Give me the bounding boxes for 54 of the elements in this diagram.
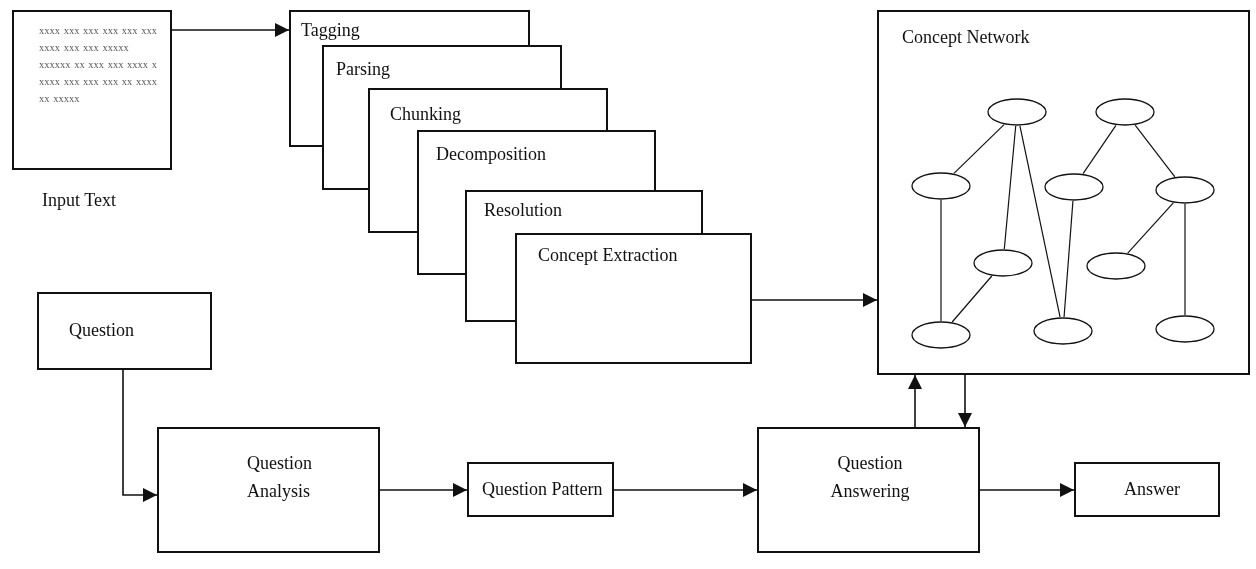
node-label: Input Text: [42, 190, 116, 211]
box-label: Question Pattern: [482, 479, 603, 500]
process-card: [322, 45, 562, 88]
concept-ellipse: [911, 321, 971, 349]
connector-line: [940, 199, 942, 322]
process-card: [289, 10, 530, 45]
connector-line: [1063, 200, 1074, 318]
box-label: Tagging: [301, 20, 360, 41]
arrow: [979, 483, 1075, 497]
connector-line: [1003, 125, 1017, 250]
box-label: Answer: [1124, 479, 1180, 500]
connector-line: [1082, 124, 1117, 175]
box-label: Parsing: [336, 59, 390, 80]
process-box: [1074, 462, 1220, 517]
process-box: [757, 427, 980, 553]
process-box: [157, 427, 380, 553]
arrow: [613, 483, 758, 497]
concept-ellipse: [973, 249, 1033, 277]
concept-ellipse: [1155, 176, 1215, 204]
connector-line: [1127, 202, 1174, 254]
placeholder-text: xxxx xxx xxx xxx xxx xxx xxxx xxx xxx xxxxx xxxxxx xx xxx xxx xxxx x xxxx xxx xxx xxx xx xxxx xx xxxxx: [39, 24, 157, 106]
box-label: Question Answering: [829, 452, 911, 503]
arrow: [122, 369, 158, 502]
connector-line: [1134, 124, 1176, 178]
concept-ellipse: [1086, 252, 1146, 280]
concept-ellipse: [1044, 173, 1104, 201]
arrow: [908, 374, 922, 428]
concept-ellipse: [911, 172, 971, 200]
box-label: Question Analysis: [247, 452, 313, 503]
arrow: [958, 374, 972, 428]
connector-line: [953, 124, 1005, 174]
concept-ellipse: [1033, 317, 1093, 345]
box-label: Decomposition: [436, 144, 546, 165]
process-card: [515, 233, 752, 364]
concept-ellipse: [1095, 98, 1155, 126]
process-box: [467, 462, 614, 517]
process-card: [465, 190, 703, 233]
arrow: [751, 293, 878, 307]
panel-title: Concept Network: [902, 27, 1030, 48]
concept-ellipse: [987, 98, 1047, 126]
arrow: [379, 483, 468, 497]
box-label: Concept Extraction: [538, 245, 678, 266]
box-label: Question: [69, 320, 134, 341]
connector-line: [1019, 125, 1061, 318]
arrow: [171, 23, 290, 37]
box-label: Chunking: [390, 104, 461, 125]
process-box: [37, 292, 212, 370]
concept-ellipse: [1155, 315, 1215, 343]
connector-line: [951, 275, 993, 323]
process-card: [368, 88, 608, 130]
process-card: [417, 130, 656, 190]
connector-line: [1184, 203, 1186, 316]
network-panel: [877, 10, 1250, 375]
box-label: Resolution: [484, 200, 562, 221]
